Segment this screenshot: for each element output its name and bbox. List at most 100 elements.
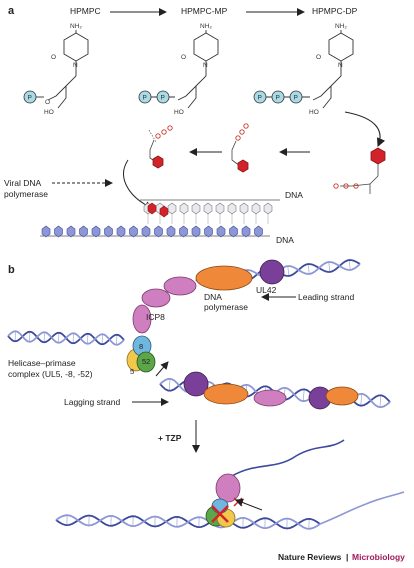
ul42-lower-left (183, 371, 209, 397)
dna-polymerase-lower (203, 383, 249, 405)
icp8-segment (132, 304, 152, 334)
phosphate-circle (138, 90, 152, 104)
ul42-label: UL42 (256, 285, 277, 295)
base-hexagon (203, 202, 213, 215)
base-hexagon (227, 202, 237, 215)
hexagon-icon (159, 205, 169, 218)
footer-separator: | (346, 552, 348, 562)
base-hexagon (54, 225, 63, 238)
phosphate-circle (271, 90, 285, 104)
hexagon-icon (147, 202, 157, 215)
icp8-label: ICP8 (146, 312, 165, 322)
nh2-label: NH₂ (70, 23, 82, 30)
nh2-label: NH₂ (200, 23, 212, 30)
oxygen-label: O (181, 54, 186, 61)
base-hexagon (116, 225, 126, 238)
phosphate-label: P (161, 95, 165, 102)
helicase-direction-arrow (155, 361, 169, 377)
nitrogen-label: N (203, 62, 208, 69)
leading-strand-label: Leading strand (298, 292, 355, 302)
molecule-hpmpc: NH₂ O N HO O P (23, 23, 89, 116)
dna-polymerase-top (195, 265, 253, 291)
hexagon-icon (237, 159, 249, 173)
blocked-direction-arrow (235, 498, 263, 511)
icp8-segment (163, 276, 197, 296)
molecule-hpmpc-dp: NH₂ O N HO P P P (253, 23, 354, 116)
dna-helix-left (7, 330, 125, 346)
dna-polymerase-label-1: DNA (204, 292, 222, 302)
base-hexagon (216, 225, 226, 238)
dna-strand (7, 330, 125, 346)
base-pair-rung (360, 393, 362, 406)
nitrogen-label: N (338, 62, 343, 69)
base-pair-rung (349, 259, 351, 271)
hydroxyl-label: HO (309, 109, 319, 116)
viral-polymerase-label-1: Viral DNA (4, 178, 41, 188)
dna-polymerase-label-2: polymerase (204, 302, 248, 312)
base-hexagon (179, 225, 188, 238)
simplified-nucleotide-middle (231, 123, 249, 173)
hydroxyl-label: HO (44, 109, 54, 116)
simplified-nucleotide-right (333, 147, 386, 194)
base-hexagon (129, 225, 138, 238)
hexagon-icon (152, 155, 164, 169)
base-hexagon (254, 225, 263, 238)
phosphate-label: P (258, 95, 262, 102)
tzp-label: + TZP (158, 433, 182, 443)
ul42-protein (259, 259, 285, 285)
base-pair-rung (303, 389, 305, 402)
base-hexagon (204, 225, 213, 238)
base-hexagon (41, 225, 51, 238)
base-hexagon (141, 225, 151, 238)
icp8-bottom (215, 473, 241, 503)
base-hexagon (191, 202, 201, 215)
base-hexagon (251, 202, 261, 215)
hexagon-icon (370, 147, 386, 165)
dna-ladder (40, 199, 280, 238)
helicase-label-2: complex (UL5, -8, -52) (8, 369, 93, 379)
phosphate-label: P (276, 95, 280, 102)
icp8-lower (253, 389, 287, 407)
compound-hpmpc-dp-title: HPMPC-DP (312, 6, 358, 16)
dna-strand (55, 514, 321, 530)
nh2-label: NH₂ (335, 23, 347, 30)
dna-top-label: DNA (285, 190, 303, 200)
subunit-5-label: 5 (130, 367, 134, 376)
dna-helix-bottom (55, 439, 405, 530)
ether-oxygen-label: O (45, 99, 50, 106)
compound-hpmpc-title: HPMPC (70, 6, 101, 16)
curved-arrow-down (344, 111, 386, 148)
oxygen-label: O (51, 54, 56, 61)
footer-section: Microbiology (352, 552, 405, 562)
helicase-label-1: Helicase–primase (8, 358, 76, 368)
base-hexagon (166, 225, 176, 238)
base-hexagon (241, 225, 251, 238)
base-hexagon (263, 202, 273, 215)
base-hexagon (91, 225, 101, 238)
simplified-nucleotide-left (148, 125, 173, 169)
base-hexagon (239, 202, 249, 215)
phosphate-circle (289, 90, 303, 104)
phosphate-label: P (294, 95, 298, 102)
base-hexagon (79, 225, 88, 238)
base-pair-rung (287, 265, 289, 277)
base-hexagon (215, 202, 225, 215)
oxygen-label: O (316, 54, 321, 61)
incorporation-arrow (123, 159, 153, 209)
base-hexagon (229, 225, 238, 238)
lagging-strand-label: Lagging strand (64, 397, 121, 407)
dna-polymerase-lower-right (325, 386, 359, 406)
dna-single-strand (231, 439, 345, 477)
dna-bottom-label: DNA (276, 235, 294, 245)
panel-b-label: b (8, 264, 15, 276)
phosphate-label: P (143, 95, 147, 102)
base-pair-rung (168, 378, 171, 391)
phosphate-circle (23, 90, 37, 104)
dna-single-strand (319, 491, 405, 525)
phosphate-circle (253, 90, 267, 104)
base-hexagon (179, 202, 189, 215)
phosphate-label: P (28, 95, 32, 102)
compound-hpmpc-mp-title: HPMPC-MP (181, 6, 228, 16)
base-hexagon (191, 225, 201, 238)
